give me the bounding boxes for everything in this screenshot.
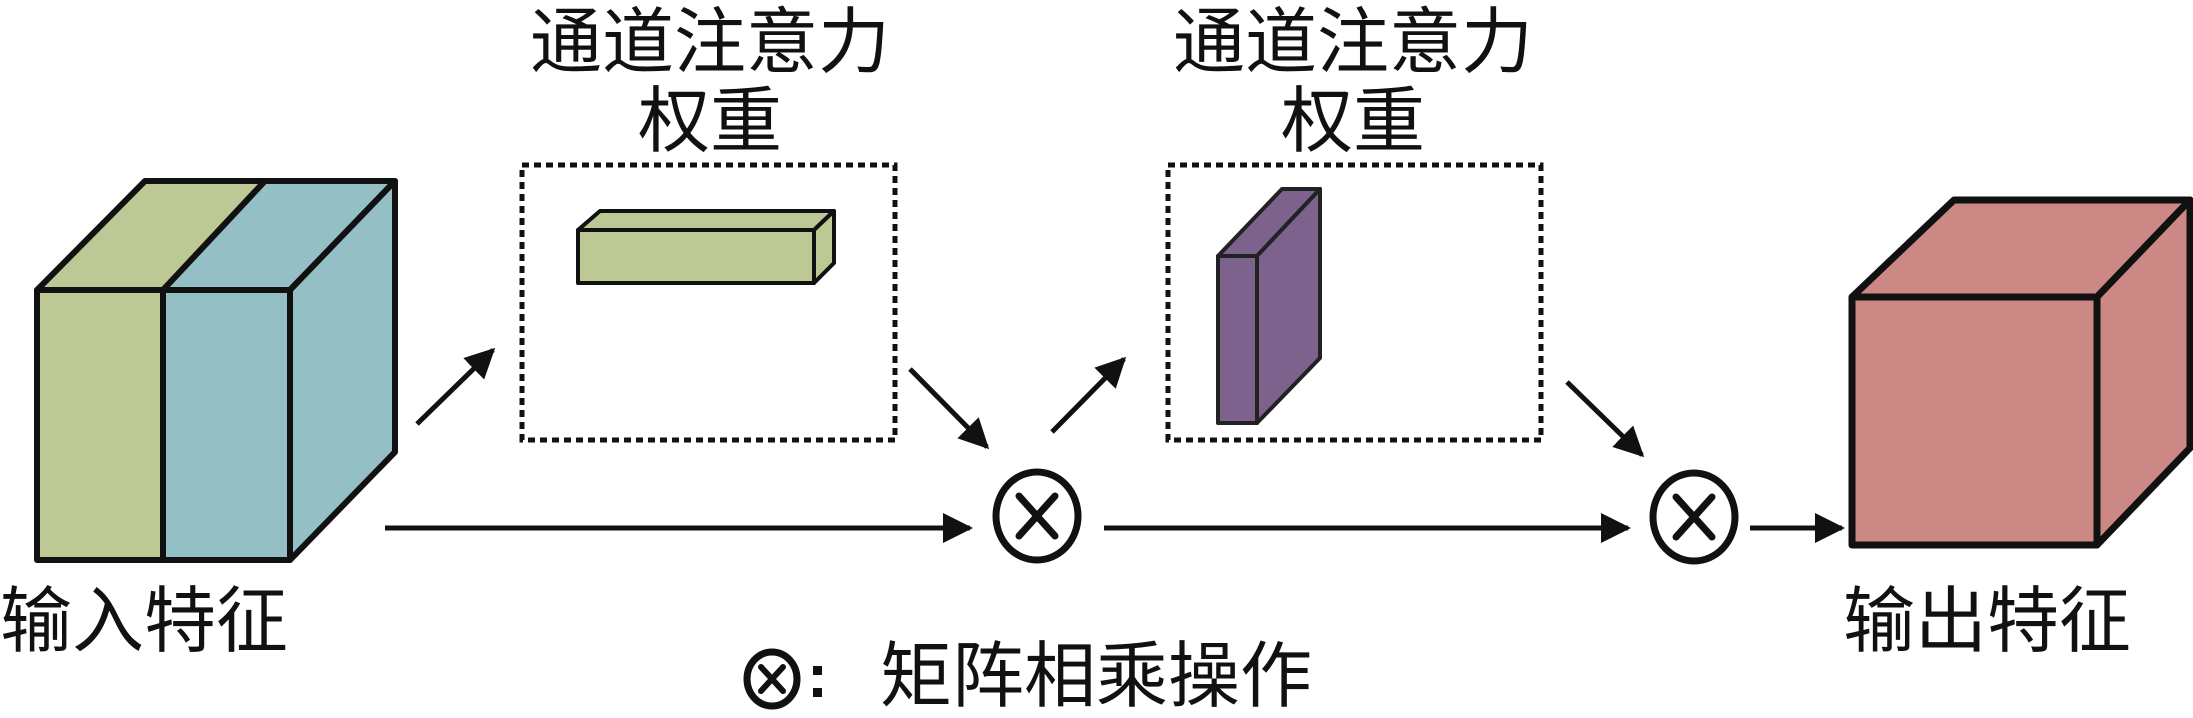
output-feature-label: 输出特征 bbox=[1843, 579, 2132, 663]
input-feature-label: 输入特征 bbox=[0, 579, 289, 663]
arrow-weight2-to-multiply2 bbox=[1565, 380, 1645, 458]
weight1-dashed-box bbox=[519, 162, 898, 443]
input-feature-cube bbox=[34, 178, 398, 563]
weight2-dashed-box bbox=[1165, 162, 1544, 443]
arrow-multiply1-to-weight2 bbox=[1050, 356, 1127, 434]
arrow-input-to-weight1 bbox=[415, 347, 496, 426]
arrow-weight1-to-multiply1 bbox=[908, 367, 990, 450]
channel-weight-bar bbox=[576, 209, 836, 285]
weight2-label-line2: 权重 bbox=[1280, 79, 1425, 163]
legend-otimes-cross-b bbox=[758, 664, 786, 694]
legend-colon-bottom bbox=[813, 688, 822, 697]
multiply1-cross-b bbox=[1015, 492, 1059, 540]
multiply2-cross-b bbox=[1672, 493, 1716, 541]
output-feature-cube bbox=[1848, 196, 2193, 549]
spatial-weight-slab bbox=[1216, 187, 1322, 425]
output-cube-side bbox=[2093, 196, 2193, 549]
bar-front bbox=[576, 228, 816, 285]
input-cube-front-green bbox=[34, 287, 166, 563]
multiply-operator-2 bbox=[1649, 469, 1739, 565]
input-cube-front-blue bbox=[160, 287, 293, 563]
bar-top bbox=[576, 209, 836, 232]
legend-text: 矩阵相乘操作 bbox=[880, 634, 1313, 718]
legend-colon-top bbox=[813, 666, 822, 675]
weight1-label-line2: 权重 bbox=[637, 79, 782, 163]
output-cube-front bbox=[1848, 293, 2101, 549]
legend-multiply-icon bbox=[743, 648, 822, 710]
weight1-label-line1: 通道注意力 bbox=[529, 0, 890, 84]
slab-front bbox=[1216, 254, 1259, 425]
weight2-label-line1: 通道注意力 bbox=[1172, 0, 1533, 84]
multiply-operator-1 bbox=[992, 468, 1082, 564]
slab-side bbox=[1255, 187, 1322, 425]
bar-side bbox=[812, 209, 836, 285]
input-cube-side bbox=[287, 178, 398, 563]
